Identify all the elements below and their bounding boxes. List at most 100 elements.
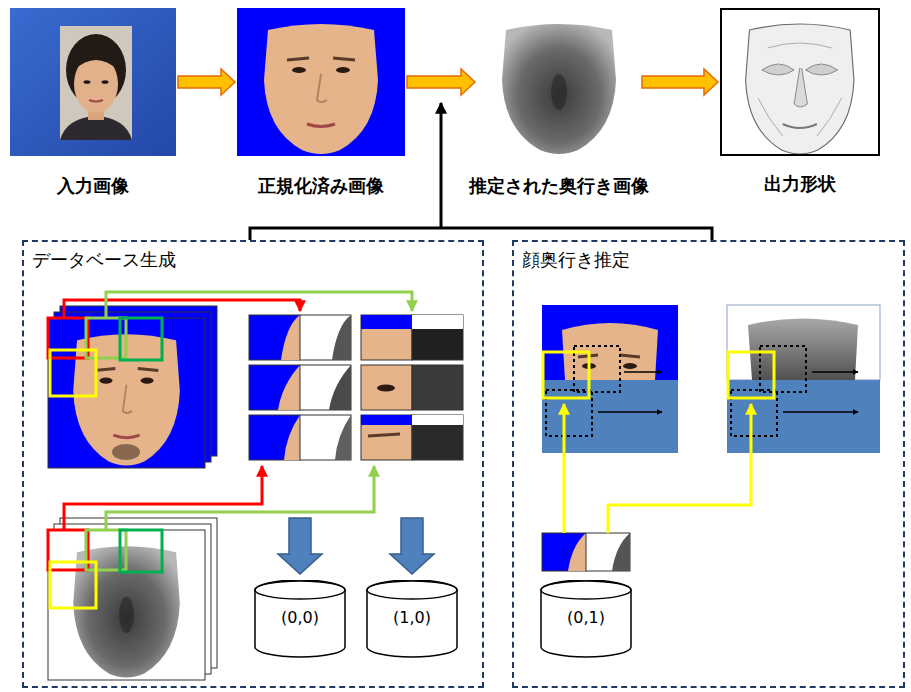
- normalized-image-stack: [48, 318, 205, 468]
- patch-lookup-line: [564, 404, 751, 533]
- panel-title: 顔奥行き推定: [514, 242, 638, 278]
- patch-extraction-line: [64, 466, 262, 530]
- process-panel: データベース生成 (0,0) (1,0): [22, 240, 484, 688]
- database-cylinder: (0,0): [254, 580, 346, 658]
- patch-pair: [300, 415, 351, 460]
- patch-window: [48, 318, 88, 358]
- cylinder-top: [541, 581, 631, 599]
- patch-pair: [329, 365, 351, 410]
- patch-pair: [368, 434, 400, 436]
- input-being-processed: [542, 305, 678, 380]
- image-box: 推定された奥行き画像: [477, 8, 640, 156]
- input-photo: [102, 80, 109, 84]
- cylinder-body: [367, 580, 457, 657]
- depth-image-stack: [48, 530, 205, 680]
- patch-pair: [278, 365, 300, 410]
- patch-pair: [249, 315, 300, 360]
- input-photo: [74, 48, 118, 70]
- patch-pair: [412, 365, 463, 410]
- patch-window: [48, 530, 88, 570]
- database-cylinder: (0,1): [540, 580, 632, 658]
- patch-pair: [361, 315, 412, 329]
- patch-window: [120, 318, 162, 360]
- patch-extraction-line: [64, 292, 412, 530]
- database-use-arrow: [250, 228, 712, 240]
- database-use-arrow: [440, 103, 443, 228]
- cylinder-top: [255, 581, 345, 599]
- input-being-processed: [578, 355, 640, 357]
- image-caption: 入力画像: [57, 174, 129, 198]
- scan-arrow: [624, 371, 662, 373]
- depth-being-estimated: [748, 319, 858, 381]
- patch-extraction-line: [106, 292, 412, 318]
- output-shape: [720, 8, 880, 156]
- patch-pair: [249, 315, 463, 460]
- image-caption: 推定された奥行き画像: [469, 174, 649, 198]
- patch-lookup-line: [563, 404, 566, 533]
- depth-image: [502, 24, 616, 154]
- depth-being-estimated: [727, 305, 880, 380]
- patch-pair: [361, 365, 412, 410]
- image-caption: 出力形状: [764, 172, 836, 196]
- image-box: 正規化済み画像: [237, 8, 405, 156]
- patch-pair: [332, 315, 351, 360]
- patch-window: [120, 530, 162, 572]
- retrieved-patch: [612, 533, 630, 571]
- normalized-image-stack: [112, 444, 140, 460]
- patch-window: [50, 562, 96, 608]
- input-photo: [60, 26, 132, 140]
- normalized-photo: [264, 24, 378, 154]
- store-arrow: [278, 518, 322, 574]
- normalized-photo: [237, 8, 405, 156]
- patch-pair: [300, 365, 351, 410]
- input-photo: [10, 8, 176, 156]
- patch-pair: [377, 385, 395, 392]
- output-shape: [746, 24, 854, 154]
- database-cylinder: (1,0): [366, 580, 458, 658]
- patch-pair: [281, 315, 300, 360]
- input-photo: [89, 100, 103, 102]
- image-box: 入力画像: [10, 8, 176, 156]
- patch-pair: [412, 415, 463, 460]
- output-shape: [720, 8, 880, 156]
- scan-arrow: [812, 371, 858, 373]
- panel-title: データベース生成: [24, 242, 184, 278]
- database-label: (0,1): [540, 580, 632, 627]
- image-box: 出力形状: [720, 8, 880, 156]
- patch-pair: [361, 415, 412, 425]
- patch-pair: [300, 315, 351, 360]
- input-being-processed: [542, 380, 678, 453]
- input-being-processed: [623, 363, 637, 369]
- matched-window: [543, 352, 774, 398]
- image-caption: 正規化済み画像: [258, 174, 384, 198]
- matched-window: [728, 352, 774, 398]
- patch-pair: [412, 315, 463, 360]
- input-photo: [10, 8, 176, 156]
- patch-pair: [249, 365, 300, 410]
- scan-arrow: [783, 411, 858, 413]
- patch-pair: [335, 415, 351, 460]
- cylinder-top: [367, 581, 457, 599]
- retrieved-patch: [586, 533, 630, 571]
- input-being-processed: [542, 305, 678, 453]
- depth-image-stack: [48, 518, 217, 680]
- retrieved-patch: [542, 533, 586, 571]
- patch-pair: [284, 415, 300, 460]
- scan-arrow: [598, 411, 662, 413]
- patch-pair: [412, 415, 463, 425]
- database-use-arrow: [250, 103, 712, 240]
- cylinder-body: [541, 580, 631, 657]
- database-label: (0,0): [254, 580, 346, 627]
- database-label: (1,0): [366, 580, 458, 627]
- store-arrow: [278, 518, 434, 574]
- sliding-window: [546, 346, 806, 436]
- patch-window: [50, 350, 96, 396]
- patch-window: [48, 318, 162, 608]
- patch-pair: [361, 415, 412, 460]
- input-photo: [84, 80, 91, 84]
- flow-arrow: [642, 69, 718, 95]
- normalized-image-stack: [48, 306, 217, 468]
- patch-pair: [361, 315, 412, 360]
- matched-window: [543, 352, 589, 398]
